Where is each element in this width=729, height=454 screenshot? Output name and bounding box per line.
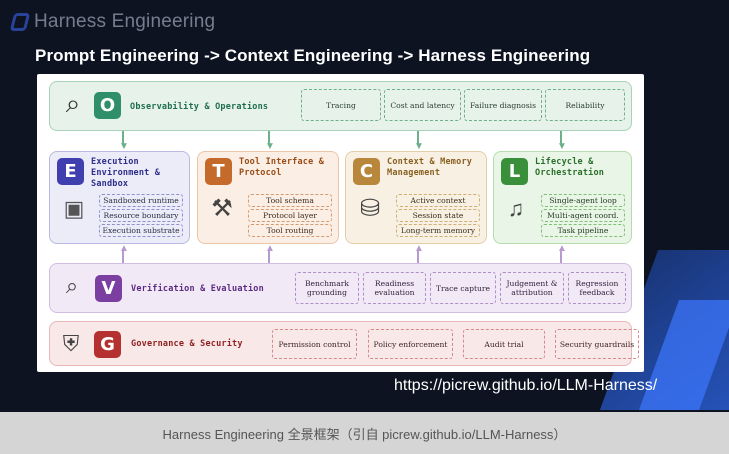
arrow-down-icon: ▼ (265, 141, 275, 152)
chip: Benchmark grounding (295, 272, 359, 304)
arrow-up-icon: ▲ (557, 243, 567, 254)
headline: Prompt Engineering -> Context Engineerin… (35, 46, 591, 65)
panel-title: Execution Environment & Sandbox (91, 157, 161, 189)
chip: Active context (396, 194, 480, 207)
chip: Session state (396, 209, 480, 222)
chip: Policy enforcement (368, 329, 453, 359)
panel-observability: ⌕ O Observability & Operations Tracing C… (49, 81, 632, 131)
panel-verification: ⌕ V Verification & Evaluation Benchmark … (49, 263, 632, 313)
harness-diagram: ⌕ O Observability & Operations Tracing C… (37, 74, 644, 372)
arrow-down-icon: ▼ (119, 141, 129, 152)
letter-badge: V (95, 275, 122, 302)
panel-governance: ⛨ G Governance & Security Permission con… (49, 321, 639, 366)
chip: Single-agent loop (541, 194, 625, 207)
connector-line (268, 250, 270, 263)
magnifier-eye-icon: ⌕ (65, 88, 81, 118)
chip: Tool routing (248, 224, 332, 237)
chip: Permission control (272, 329, 357, 359)
arrow-down-icon: ▼ (557, 141, 567, 152)
letter-badge: E (57, 158, 84, 185)
panel-lifecycle: L Lifecycle & Orchestration ♫ Single-age… (493, 151, 632, 244)
panel-title: Observability & Operations (130, 102, 269, 112)
chip: Tracing (301, 89, 381, 121)
shield-lock-icon: ⛨ (62, 331, 80, 356)
panel-title: Lifecycle & Orchestration (535, 157, 605, 178)
chip: Reliability (545, 89, 625, 121)
panel-title: Tool Interface & Protocol (239, 157, 325, 178)
chip: Multi-agent coord. (541, 209, 625, 222)
letter-badge: G (94, 331, 121, 358)
arrow-up-icon: ▲ (414, 243, 424, 254)
panel-execution: E Execution Environment & Sandbox ▣ Sand… (49, 151, 190, 244)
letter-badge: O (94, 92, 121, 119)
arrow-down-icon: ▼ (414, 141, 424, 152)
brand: Harness Engineering (9, 10, 216, 34)
connector-line (122, 131, 124, 145)
panel-title: Verification & Evaluation (131, 284, 264, 294)
chip: Long-term memory (396, 224, 480, 237)
chip: Cost and latency (384, 89, 461, 121)
arrow-up-icon: ▲ (265, 243, 275, 254)
database-icon: ⛁ (359, 195, 381, 222)
chip: Task pipeline (541, 224, 625, 237)
connector-line (560, 250, 562, 263)
brand-logo-icon (9, 13, 31, 31)
chip: Readiness evaluation (363, 272, 426, 304)
chip: Regression feedback (568, 272, 626, 304)
arrow-up-icon: ▲ (119, 243, 129, 254)
connector-line (417, 131, 419, 145)
connector-line (560, 131, 562, 145)
image-caption: Harness Engineering 全景框架（引自 picrew.githu… (0, 412, 729, 454)
chip: Sandboxed runtime (99, 194, 183, 207)
connector-line (417, 250, 419, 263)
letter-badge: L (501, 158, 528, 185)
sandbox-code-icon: ▣ (63, 196, 85, 221)
chip: Audit trial (463, 329, 545, 359)
panel-tool: T Tool Interface & Protocol ⚒ Tool schem… (197, 151, 339, 244)
panel-title: Context & Memory Management (387, 157, 473, 178)
panel-title: Governance & Security (131, 339, 243, 349)
chip: Failure diagnosis (464, 89, 542, 121)
chip: Trace capture (430, 272, 496, 304)
slide: Harness Engineering Prompt Engineering -… (0, 0, 729, 412)
letter-badge: T (205, 158, 232, 185)
connector-line (122, 250, 124, 263)
chip: Tool schema (248, 194, 332, 207)
chip: Execution substrate (99, 224, 183, 237)
source-url[interactable]: https://picrew.github.io/LLM-Harness/ (394, 377, 658, 394)
panel-context: C Context & Memory Management ⛁ Active c… (345, 151, 487, 244)
chip: Security guardrails (555, 329, 639, 359)
letter-badge: C (353, 158, 380, 185)
brand-name: Harness Engineering (34, 11, 216, 32)
orchestration-icon: ♫ (507, 196, 525, 221)
chart-search-icon: ⌕ (65, 273, 79, 298)
chip: Protocol layer (248, 209, 332, 222)
tools-icon: ⚒ (211, 195, 233, 222)
connector-line (268, 131, 270, 145)
chip: Judgement & attribution (500, 272, 564, 304)
chip: Resource boundary (99, 209, 183, 222)
